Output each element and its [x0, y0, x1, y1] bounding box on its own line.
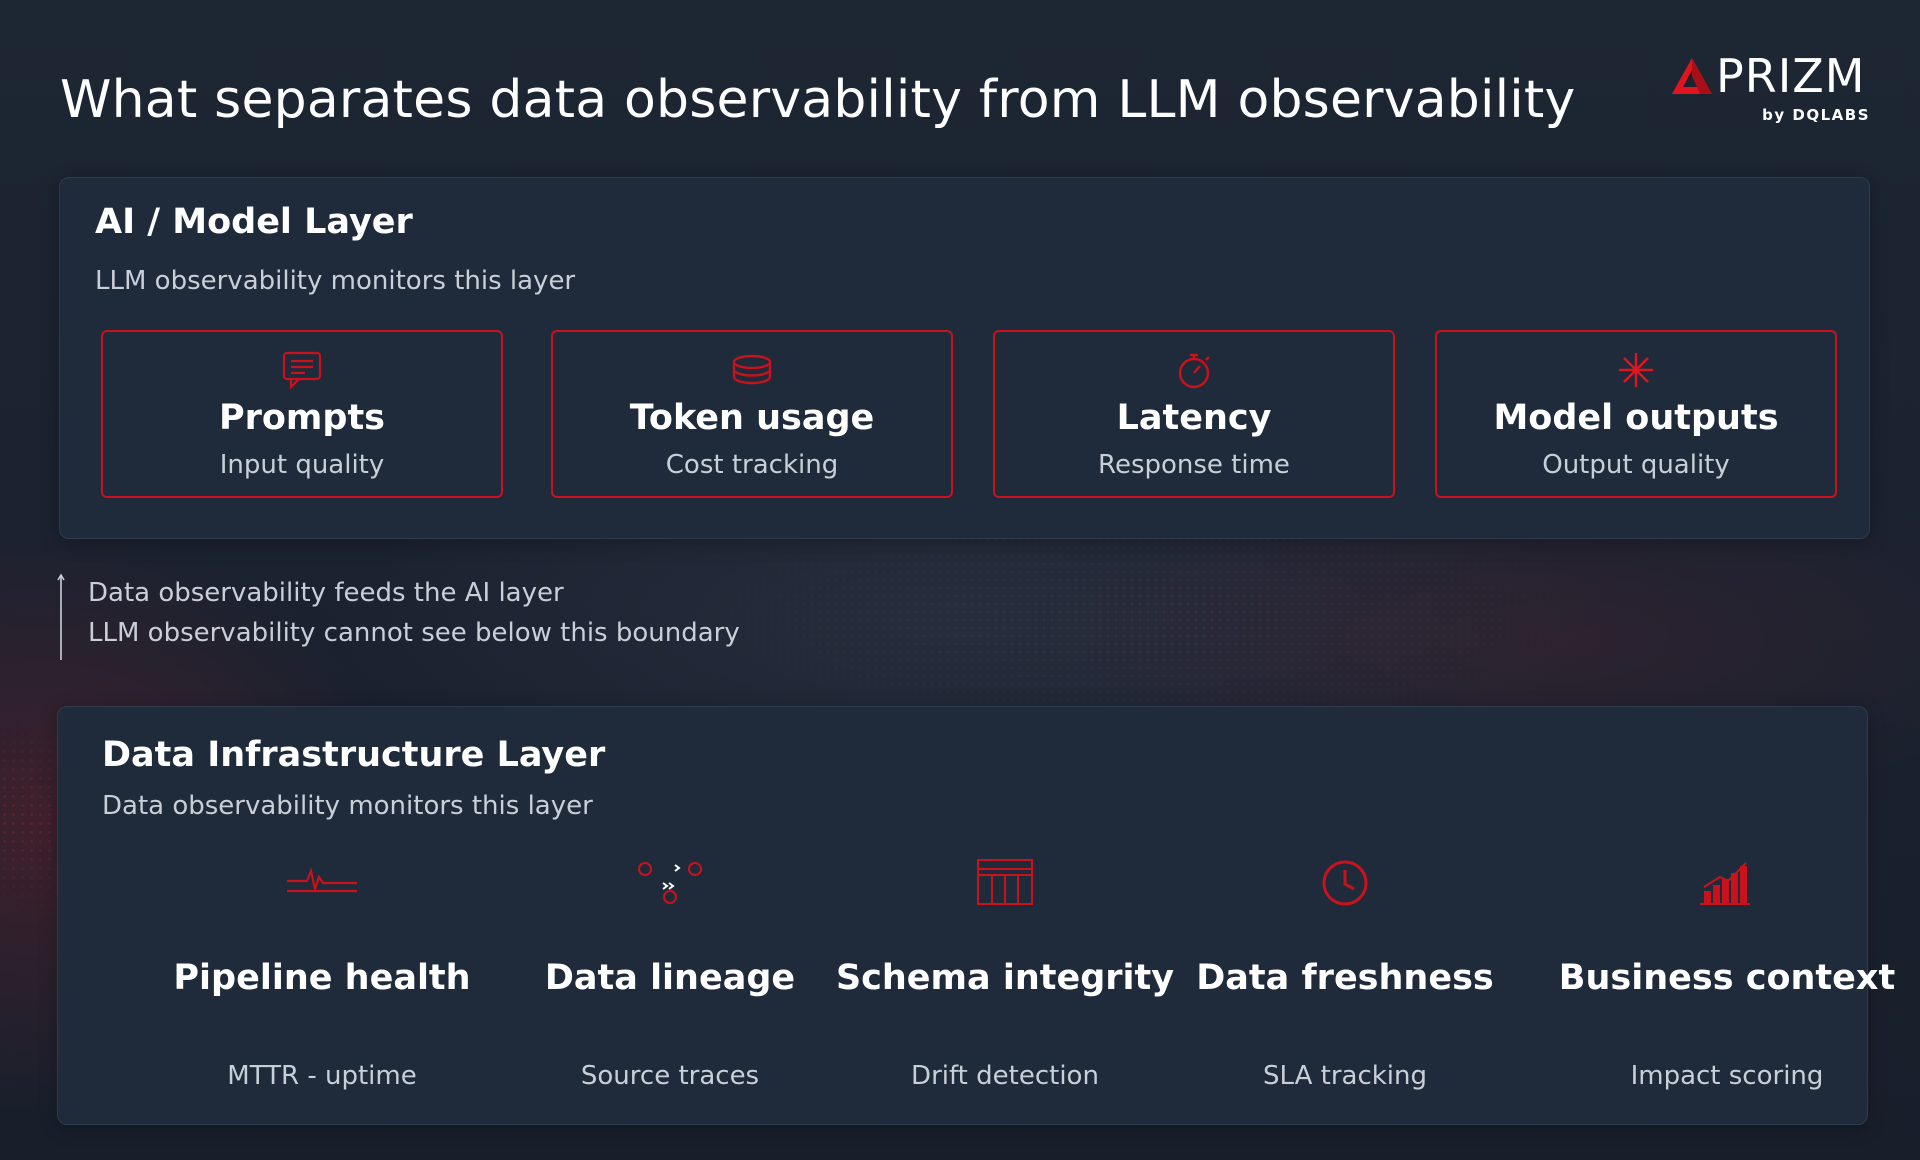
item-subtitle: Source traces [580, 1061, 760, 1091]
item-title: Data lineage [544, 958, 796, 998]
card-token-usage: Token usage Cost tracking [551, 330, 953, 498]
card-prompts: Prompts Input quality [101, 330, 503, 498]
card-subtitle: Input quality [219, 450, 385, 480]
database-icon [732, 354, 772, 385]
item-pipeline-health: Pipeline health MTTR - uptime [142, 857, 502, 1107]
card-model-outputs: Model outputs Output quality [1435, 330, 1837, 498]
boundary-line-1: Data observability feeds the AI layer [88, 578, 564, 608]
item-title: Schema integrity [835, 958, 1175, 998]
ai-model-layer-panel: AI / Model Layer LLM observability monit… [59, 177, 1870, 539]
clock-icon [1322, 860, 1368, 906]
item-subtitle: Drift detection [911, 1061, 1099, 1091]
card-title: Prompts [218, 398, 386, 438]
card-title: Latency [1116, 398, 1272, 438]
sparkle-icon [1619, 353, 1653, 387]
pulse-icon [287, 867, 357, 894]
card-subtitle: Response time [1098, 450, 1290, 480]
card-title: Model outputs [1493, 398, 1779, 438]
stopwatch-icon [1178, 353, 1210, 389]
bar-chart-icon [1700, 862, 1750, 905]
ai-layer-subtitle: LLM observability monitors this layer [95, 266, 576, 296]
prizm-logo-icon [1672, 58, 1712, 94]
card-subtitle: Output quality [1542, 450, 1730, 480]
item-title: Pipeline health [173, 958, 471, 998]
item-schema-integrity: Schema integrity Drift detection [825, 857, 1185, 1107]
table-icon [977, 859, 1033, 905]
data-layer-subtitle: Data observability monitors this layer [102, 791, 593, 821]
card-subtitle: Cost tracking [665, 450, 839, 480]
logo: PRIZM by DQLABS [1670, 52, 1870, 132]
logo-tagline: by DQLABS [1762, 106, 1870, 124]
item-business-context: Business context Impact scoring [1547, 857, 1907, 1107]
item-subtitle: MTTR - uptime [227, 1061, 417, 1091]
logo-name: PRIZM [1716, 49, 1866, 103]
card-latency: Latency Response time [993, 330, 1395, 498]
item-subtitle: Impact scoring [1630, 1061, 1824, 1091]
item-title: Data freshness [1196, 958, 1494, 998]
data-infrastructure-layer-panel: Data Infrastructure Layer Data observabi… [57, 706, 1895, 1125]
card-title: Token usage [629, 398, 875, 438]
item-data-lineage: Data lineage Source traces [490, 857, 850, 1107]
page-title: What separates data observability from L… [60, 70, 1576, 130]
lineage-icon [638, 862, 702, 904]
chat-icon [282, 351, 322, 390]
item-subtitle: SLA tracking [1262, 1061, 1427, 1091]
data-layer-title: Data Infrastructure Layer [102, 735, 606, 775]
up-arrow-icon [57, 573, 65, 660]
boundary-line-2: LLM observability cannot see below this … [88, 618, 740, 648]
ai-layer-title: AI / Model Layer [95, 202, 413, 242]
item-title: Business context [1558, 958, 1896, 998]
item-data-freshness: Data freshness SLA tracking [1165, 857, 1525, 1107]
